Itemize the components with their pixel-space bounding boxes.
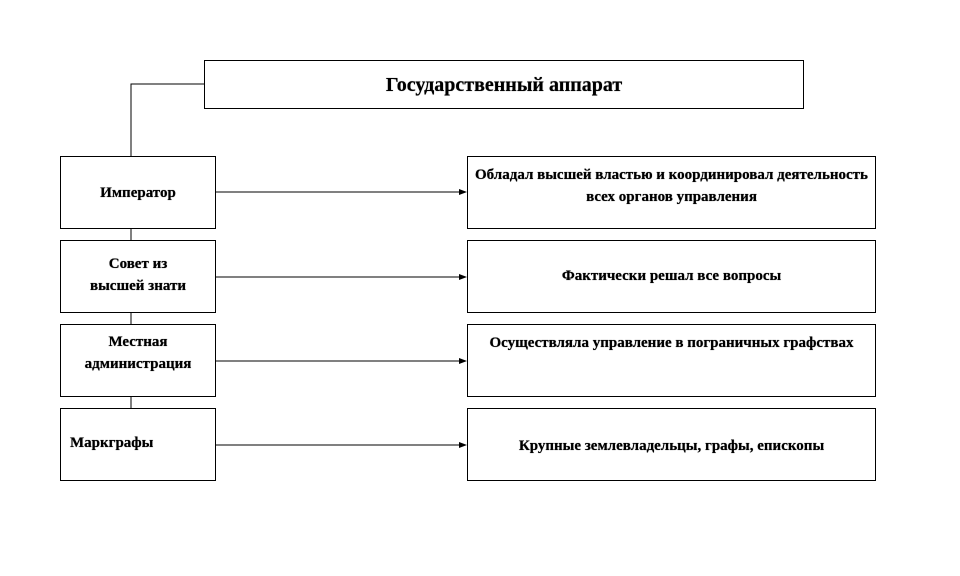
arrowhead-3 [459,358,467,364]
description-box-margraves: Крупные землевладельцы, графы, епископы [467,408,876,481]
role-label: Маркграфы [70,434,154,451]
role-label: Местная администрация [84,333,192,372]
description-text: Фактически решал все вопросы [561,268,782,284]
role-box-margraves: Маркграфы [60,408,216,481]
description-text: Осуществляла управление в пограничных гр… [489,335,854,351]
description-text: Обладал высшей властью и координировал д… [475,167,868,205]
diagram-title: Государственный аппарат [204,60,804,109]
role-label: Император [100,184,176,201]
description-box-emperor: Обладал высшей властью и координировал д… [467,156,876,229]
description-box-local-admin: Осуществляла управление в пограничных гр… [467,324,876,397]
role-label: Совет из высшей знати [90,255,186,294]
description-text: Крупные землевладельцы, графы, епископы [518,438,825,454]
arrowhead-2 [459,274,467,280]
role-box-emperor: Император [60,156,216,229]
arrowhead-4 [459,442,467,448]
role-box-local-admin: Местная администрация [60,324,216,397]
description-box-council: Фактически решал все вопросы [467,240,876,313]
arrowhead-1 [459,189,467,195]
role-box-council: Совет из высшей знати [60,240,216,313]
